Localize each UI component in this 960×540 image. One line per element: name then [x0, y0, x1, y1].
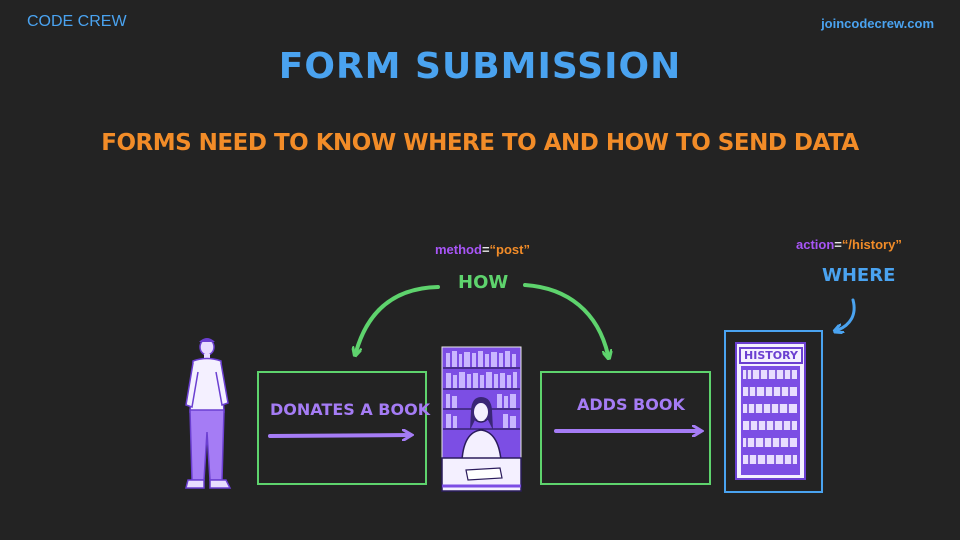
action-attribute-value: “/history” — [841, 237, 902, 252]
how-arrow-left — [356, 285, 440, 352]
website-link[interactable]: joincodecrew.com — [821, 16, 934, 31]
action-attribute-equals: = — [834, 237, 842, 252]
action-attribute-name: action — [796, 237, 835, 252]
history-destination-box — [724, 330, 823, 493]
method-attribute-name: method — [435, 242, 482, 257]
person-illustration — [185, 338, 232, 489]
donate-step-box — [257, 371, 427, 485]
method-attribute-value: “post” — [489, 242, 530, 257]
action-attribute: action=“/history” — [796, 237, 902, 252]
how-arrow-right — [523, 283, 608, 355]
brand-name: CODE CREW — [27, 13, 127, 30]
slide-title: FORM SUBMISSION — [278, 46, 682, 87]
adds-book-step-box — [540, 371, 711, 485]
how-label: HOW — [458, 272, 509, 293]
librarian-illustration — [441, 346, 522, 492]
history-sign: HISTORY — [739, 347, 803, 364]
donate-arrow — [268, 435, 410, 436]
where-arrow — [838, 298, 856, 330]
adds-book-step-label: ADDS BOOK — [577, 395, 685, 414]
slide-subtitle: FORMS NEED TO KNOW WHERE TO AND HOW TO S… — [101, 130, 859, 156]
donate-step-label: DONATES A BOOK — [270, 400, 431, 419]
where-label: WHERE — [822, 265, 896, 286]
method-attribute: method=“post” — [435, 242, 530, 257]
history-bookshelf-illustration — [735, 342, 806, 480]
method-attribute-equals: = — [481, 242, 490, 257]
